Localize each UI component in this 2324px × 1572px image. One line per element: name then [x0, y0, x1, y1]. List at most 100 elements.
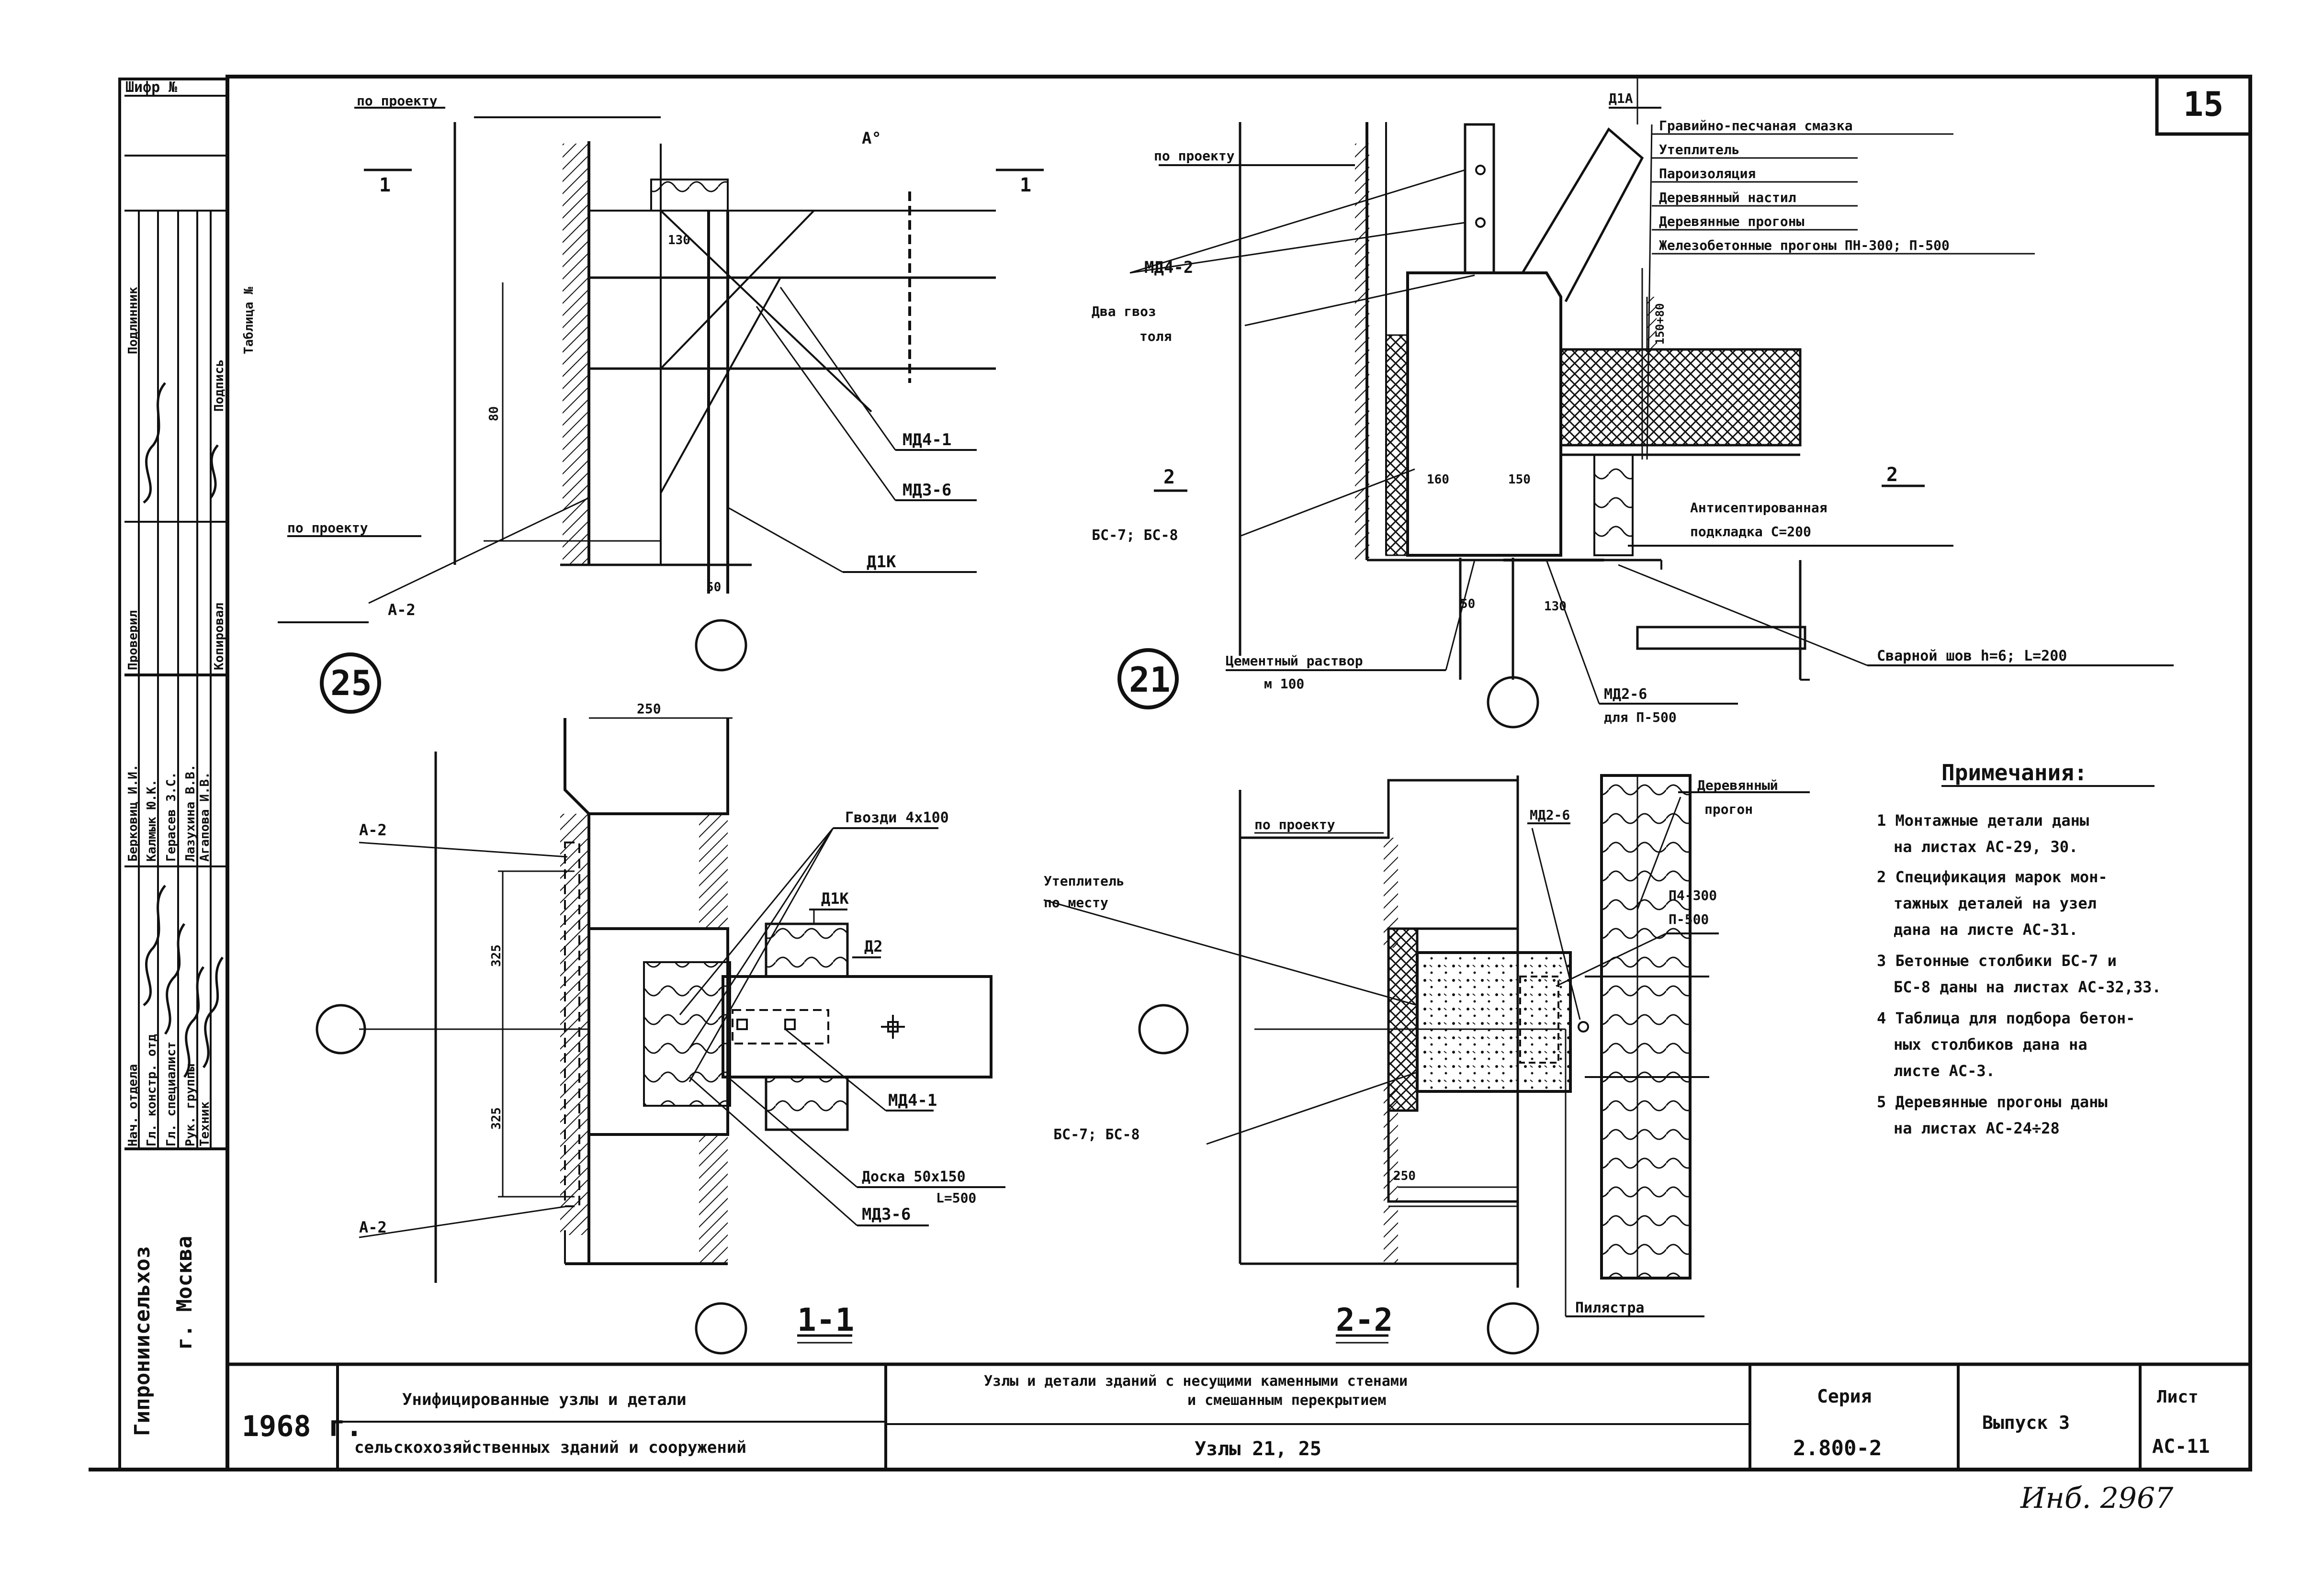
tb-series-value: 2.800-2: [1793, 1436, 1882, 1460]
tb-year: 1968 г.: [242, 1410, 363, 1443]
tb-nodes: Узлы 21, 25: [1195, 1438, 1321, 1460]
d22-title: 2-2: [1336, 1302, 1393, 1338]
stamp-role-2: Гл. констр. отд: [145, 1034, 159, 1146]
d21-layer-1: Гравийно-песчаная смазка: [1659, 118, 1853, 134]
d11-label-d2: Д2: [864, 937, 883, 955]
stamp-row-copied: Копировал: [212, 603, 226, 670]
d11-dim-250: 250: [637, 701, 661, 717]
d21-badge: 21: [1129, 660, 1171, 700]
tb-series-label: Серия: [1817, 1386, 1872, 1407]
d11-label-board: Доска 50х150: [862, 1168, 966, 1185]
d21-layer-2: Утеплитель: [1659, 142, 1740, 157]
d21-dim-160: 160: [1427, 472, 1449, 487]
d25-section-1-right: 1: [1020, 174, 1031, 196]
d21-dim-50: 50: [1460, 597, 1475, 611]
d21-dim-150-80: 150+80: [1653, 303, 1667, 345]
d21-label-two-nails: Два гвоз: [1092, 303, 1156, 319]
notes-line-11: 5 Деревянные прогоны даны: [1877, 1093, 2108, 1111]
drawing-25: [278, 107, 1044, 714]
d21-label-md4-2: МД4-2: [1144, 258, 1193, 277]
stamp-name-2: Калмык Ю.К.: [145, 779, 159, 862]
d22-label-insulation-2: по месту: [1044, 895, 1108, 910]
notes-line-6: 3 Бетонные столбики БС-7 и: [1877, 952, 2117, 970]
d11-label-board-2: L=500: [936, 1190, 976, 1206]
d21-label-d1a: Д1А: [1609, 90, 1633, 106]
d22-dim-250: 250: [1393, 1169, 1416, 1183]
d21-section-2-right: 2: [1886, 464, 1898, 486]
d21-layer-3: Пароизоляция: [1659, 166, 1756, 181]
d21-label-two-nails-2: толя: [1139, 328, 1172, 344]
d25-dim-130: 130: [668, 233, 690, 247]
stamp-top-label: Шифр №: [125, 79, 178, 96]
notes-line-3: 2 Спецификация марок мон-: [1877, 868, 2108, 886]
notes-line-2: на листах АС-29, 30.: [1894, 838, 2078, 856]
d11-label-d1k: Д1К: [821, 889, 849, 908]
d11-label-nails: Гвозди 4х100: [845, 809, 949, 826]
d25-dim-50: 50: [706, 580, 721, 595]
stamp-name-3: Герасев З.С.: [164, 772, 179, 862]
d22-label-pilaster: Пилястра: [1575, 1300, 1645, 1316]
stamp-row-original: Подлинник: [126, 287, 140, 354]
d22-label-p4: П4-300: [1669, 887, 1717, 903]
stamp-name-1: Берковиц И.И.: [126, 764, 140, 862]
d21-layer-6: Железобетонные прогоны ПН-300; П-500: [1659, 237, 1950, 253]
d22-label-po-proektu: по проекту: [1254, 817, 1335, 832]
stamp-name-5: Агапова И.В.: [198, 772, 212, 862]
d22-label-bs7: БС-7; БС-8: [1053, 1126, 1140, 1143]
tb-sheet-label: Лист: [2157, 1387, 2199, 1407]
d22-label-p500: П-500: [1669, 911, 1709, 927]
stamp-org-city: г. Москва: [172, 1236, 197, 1350]
sheet-number: 15: [2183, 85, 2223, 124]
notes-line-5: дана на листе АС-31.: [1894, 921, 2078, 939]
d11-label-a2-top: А-2: [359, 821, 387, 839]
d21-label-bs7: БС-7; БС-8: [1092, 527, 1178, 544]
notes-title: Примечания:: [1941, 760, 2087, 786]
d21-label-md2-6-b: для П-500: [1604, 709, 1677, 725]
tb-subject-2: и смешанным перекрытием: [1187, 1392, 1386, 1409]
d11-title: 1-1: [797, 1302, 854, 1338]
d21-layer-4: Деревянный настил: [1659, 190, 1796, 205]
title-block: [227, 1362, 2250, 1470]
tb-subject-1: Узлы и детали зданий с несущими каменным…: [984, 1373, 1408, 1390]
tb-series-title-1: Унифицированные узлы и детали: [402, 1390, 687, 1409]
stamp-col-signature: Подпись: [212, 359, 226, 412]
d25-label-md3-6: МД3-6: [903, 481, 951, 500]
d22-label-insulation: Утеплитель: [1044, 873, 1125, 889]
d21-dim-150: 150: [1508, 472, 1531, 487]
d11-label-md3-6: МД3-6: [862, 1205, 911, 1224]
notes-line-10: листе АС-3.: [1894, 1062, 1995, 1080]
d25-label-po-proektu-left: по проекту: [287, 520, 368, 536]
d25-label-po-proektu-top: по проекту: [357, 93, 438, 109]
d11-dim-325b: 325: [489, 1107, 504, 1130]
drawing-21: [1117, 77, 2174, 729]
d21-label-cement: Цементный раствор: [1226, 653, 1363, 669]
d21-label-weld: Сварной шов h=6; L=200: [1877, 648, 2067, 664]
stamp-signatures: [143, 382, 224, 1078]
d21-label-po-proektu: по проекту: [1154, 148, 1235, 164]
notes-line-1: 1 Монтажные детали даны: [1877, 811, 2089, 830]
d22-label-md2-6: МД2-6: [1530, 807, 1570, 823]
d25-label-a-top: А°: [862, 129, 881, 148]
stamp-name-4: Лазухина В.В.: [183, 764, 198, 862]
stamp-col-table: Таблица №: [242, 287, 256, 354]
d22-label-timber-purlin-2: прогон: [1704, 801, 1753, 817]
d25-label-md4-1: МД4-1: [903, 430, 951, 449]
d21-label-antiseptic-2: подкладка С=200: [1690, 524, 1811, 539]
stamp-role-3: Гл. специалист: [164, 1042, 179, 1146]
d21-section-2-left: 2: [1163, 466, 1175, 488]
stamp-org-name: Гипрониисельхоз: [130, 1246, 155, 1436]
d11-dim-325a: 325: [489, 944, 504, 967]
inventory-number: Инб. 2967: [2020, 1482, 2174, 1515]
d21-label-cement-2: м 100: [1264, 676, 1304, 692]
stamp-role-5: Техник: [198, 1101, 212, 1146]
d21-label-antiseptic: Антисептированная: [1690, 500, 1828, 516]
d11-label-a2-bot: А-2: [359, 1218, 387, 1236]
d25-section-1-left: 1: [379, 174, 391, 196]
notes-line-9: ных столбиков дана на: [1894, 1035, 2087, 1054]
drawing-2-2: [1043, 774, 1810, 1355]
d21-label-md2-6: МД2-6: [1604, 686, 1647, 703]
d21-dim-130: 130: [1544, 599, 1567, 614]
d25-dim-80: 80: [487, 406, 501, 421]
d25-label-a2: А-2: [388, 601, 416, 619]
